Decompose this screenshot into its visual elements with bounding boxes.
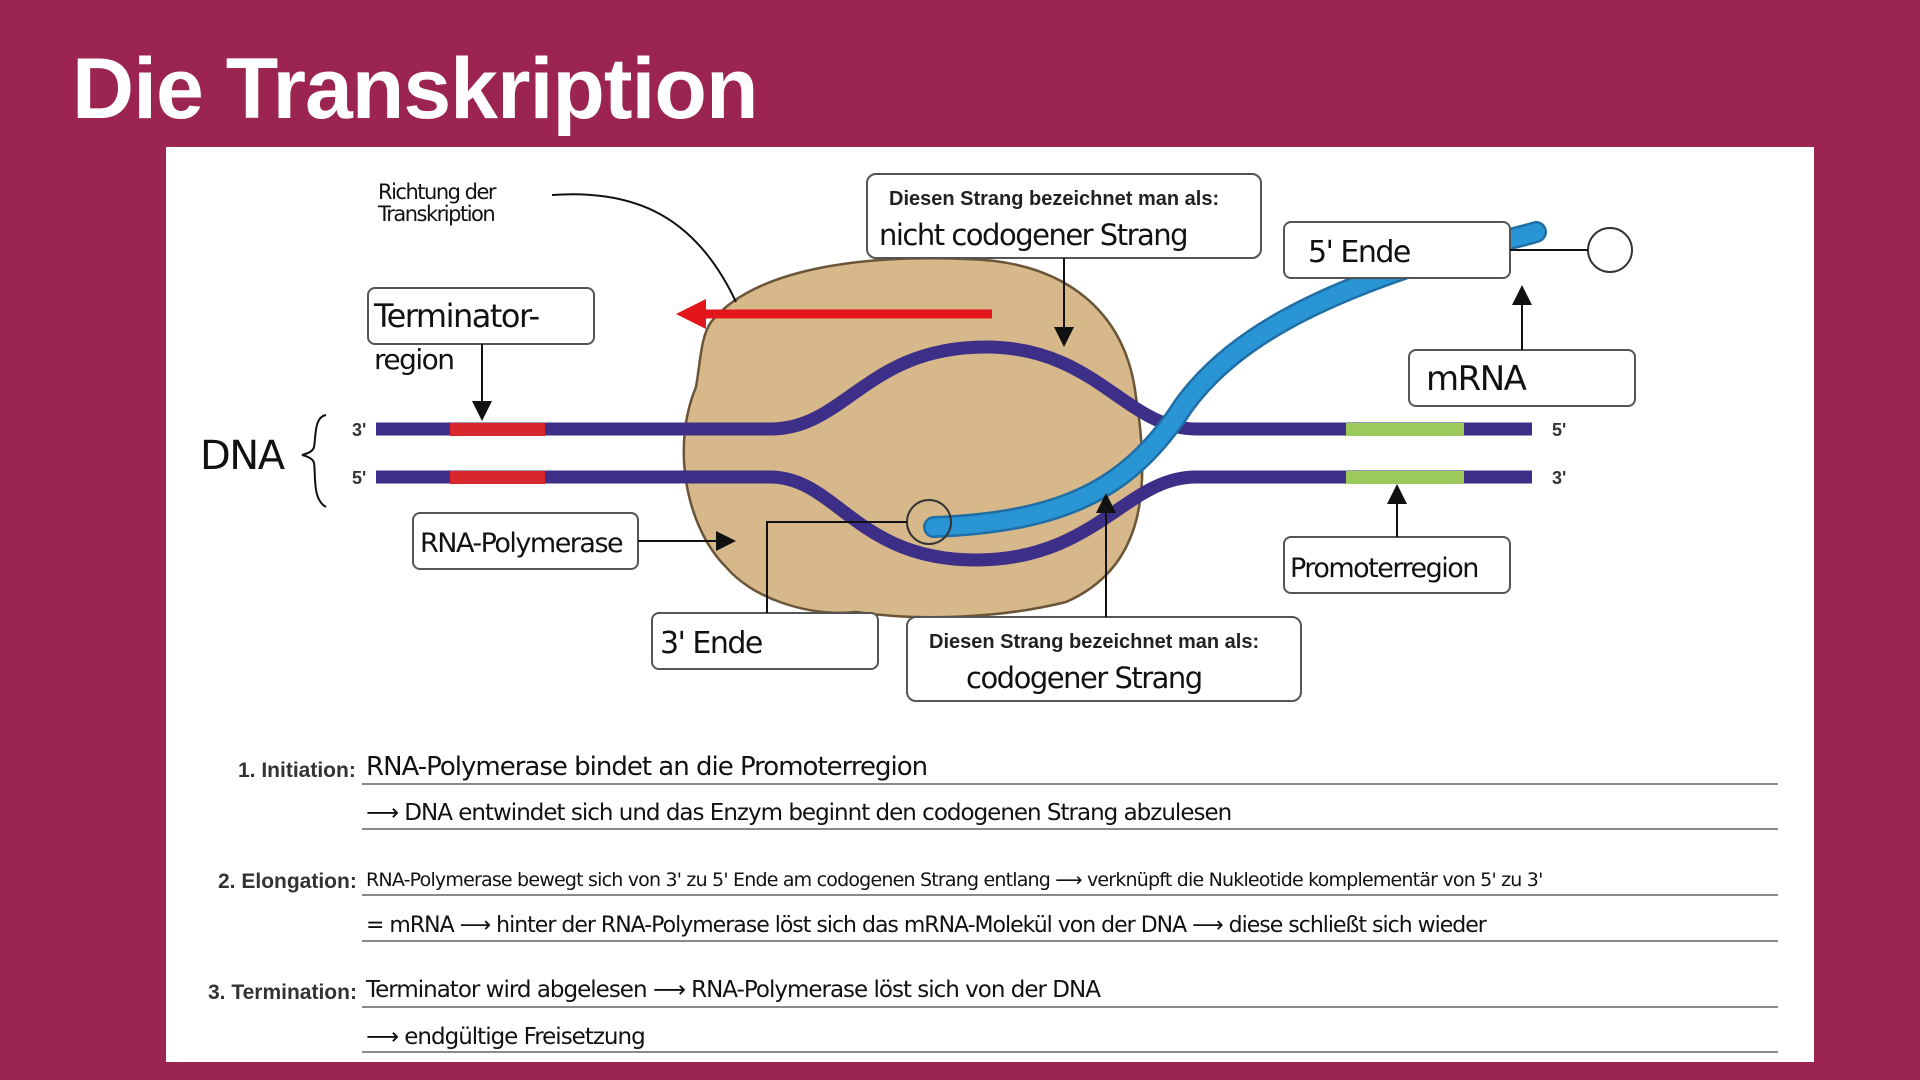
step-termination: 3. Termination: Terminator wird abgelese… — [208, 977, 1778, 1053]
direction-arrow-head — [676, 299, 706, 329]
promoter-segment-bottom — [1346, 471, 1464, 484]
coding-strand-heading: Diesen Strang bezeichnet man als: — [929, 631, 1259, 653]
step-initiation: 1. Initiation: RNA-Polymerase bindet an … — [238, 752, 1778, 830]
direction-label-line2: Transkription — [377, 202, 494, 226]
bottom-strand-right-end: 3' — [1552, 468, 1566, 488]
three-prime-label-box — [651, 612, 879, 670]
top-strand-right-end: 5' — [1552, 420, 1566, 440]
page-title: Die Transkription — [72, 41, 758, 137]
step-line: RNA-Polymerase bindet an die Promoterreg… — [366, 752, 927, 782]
three-prime-label: 3' Ende — [660, 626, 762, 661]
coding-strand-box — [906, 616, 1302, 702]
dna-label: DNA — [200, 433, 286, 479]
step-line: Terminator wird abgelesen ⟶ RNA-Polymera… — [365, 977, 1101, 1003]
dna-top-strand — [376, 340, 1532, 436]
polymerase-label: RNA-Polymerase — [420, 528, 623, 559]
terminator-label-line1: Terminator- — [373, 297, 539, 335]
noncoding-strand-heading: Diesen Strang bezeichnet man als: — [889, 188, 1219, 210]
bottom-strand-left-end: 5' — [352, 468, 366, 488]
five-prime-end-marker — [1587, 227, 1633, 273]
noncoding-strand-answer: nicht codogener Strang — [879, 218, 1187, 252]
promoter-label: Promoterregion — [1290, 553, 1478, 584]
step-label: 1. Initiation: — [238, 759, 356, 782]
step-elongation: 2. Elongation: RNA-Polymerase bewegt sic… — [218, 869, 1778, 942]
top-strand-left-end: 3' — [352, 420, 366, 440]
five-prime-label: 5' Ende — [1308, 235, 1410, 270]
step-line: ⟶ DNA entwindet sich und das Enzym begin… — [366, 800, 1231, 826]
step-line: RNA-Polymerase bewegt sich von 3' zu 5' … — [366, 869, 1543, 891]
dna-brace — [301, 414, 327, 508]
step-label: 3. Termination: — [208, 981, 357, 1004]
step-line: ⟶ endgültige Freisetzung — [366, 1024, 645, 1050]
step-line: = mRNA ⟶ hinter der RNA-Polymerase löst … — [366, 913, 1488, 938]
direction-label-line1: Richtung der — [378, 180, 497, 204]
worksheet: Richtung der Transkription DNA 3' 5' 5' … — [166, 147, 1814, 1062]
promoter-segment-top — [1346, 423, 1464, 436]
step-label: 2. Elongation: — [218, 870, 357, 893]
terminator-label-line2: region — [374, 343, 454, 376]
terminator-segment-bottom — [450, 471, 545, 484]
direction-pointer-line — [551, 193, 737, 303]
mrna-label: mRNA — [1426, 359, 1527, 399]
dna-bottom-strand — [376, 470, 1532, 567]
transcription-diagram: Richtung der Transkription DNA 3' 5' 5' … — [200, 173, 1778, 1053]
terminator-segment-top — [450, 423, 545, 436]
three-prime-connector — [766, 521, 907, 613]
coding-strand-answer: codogener Strang — [966, 661, 1202, 695]
